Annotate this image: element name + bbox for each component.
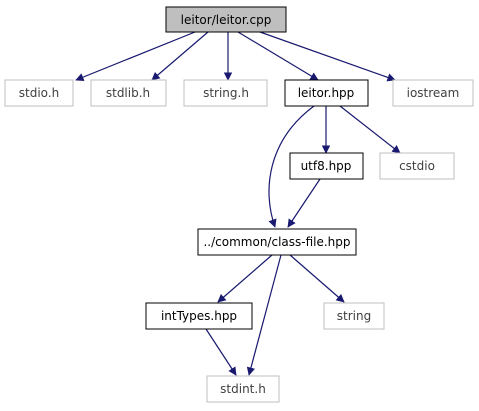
edge-class-file-hpp-to-string bbox=[289, 254, 345, 303]
edge-class-file-hpp-to-inttypes-hpp bbox=[217, 254, 273, 303]
edges bbox=[75, 31, 401, 376]
node-label: ../common/class-file.hpp bbox=[203, 235, 350, 249]
node-label: string.h bbox=[203, 86, 249, 100]
edge-root-to-stdio-h bbox=[75, 31, 196, 82]
node-label: iostream bbox=[407, 86, 460, 100]
node-cstdio[interactable]: cstdio bbox=[379, 152, 455, 180]
edge-leitor-hpp-to-class-file-hpp bbox=[268, 105, 315, 228]
node-leitor-hpp[interactable]: leitor.hpp bbox=[284, 79, 369, 107]
edge-inttypes-hpp-to-stdint-h bbox=[205, 328, 237, 376]
node-label: stdio.h bbox=[19, 86, 59, 100]
node-stdio-h[interactable]: stdio.h bbox=[4, 79, 74, 107]
node-stdlib-h[interactable]: stdlib.h bbox=[90, 79, 167, 107]
node-string[interactable]: string bbox=[323, 302, 385, 330]
edge-utf8-hpp-to-class-file-hpp bbox=[287, 178, 321, 228]
edge-class-file-hpp-to-stdint-h bbox=[246, 254, 282, 376]
node-label: cstdio bbox=[399, 159, 435, 173]
node-class-file-hpp[interactable]: ../common/class-file.hpp bbox=[197, 228, 357, 256]
edge-root-to-leitor-hpp bbox=[237, 31, 319, 81]
node-label: leitor.hpp bbox=[298, 86, 355, 100]
node-label: intTypes.hpp bbox=[161, 309, 237, 323]
node-utf8-hpp[interactable]: utf8.hpp bbox=[289, 152, 364, 180]
node-label: string bbox=[337, 309, 371, 323]
node-stdint-h[interactable]: stdint.h bbox=[206, 375, 280, 403]
node-label: stdint.h bbox=[220, 382, 266, 396]
node-label: utf8.hpp bbox=[301, 159, 352, 173]
node-inttypes-hpp[interactable]: intTypes.hpp bbox=[145, 302, 253, 330]
edge-leitor-hpp-to-cstdio bbox=[339, 105, 401, 154]
node-iostream[interactable]: iostream bbox=[392, 79, 474, 107]
node-label: stdlib.h bbox=[106, 86, 150, 100]
node-string-h[interactable]: string.h bbox=[183, 79, 268, 107]
node-root[interactable]: leitor/leitor.cpp bbox=[165, 6, 287, 33]
node-label: leitor/leitor.cpp bbox=[181, 13, 272, 27]
edge-root-to-iostream bbox=[259, 31, 396, 82]
edge-root-to-stdlib-h bbox=[151, 31, 209, 81]
